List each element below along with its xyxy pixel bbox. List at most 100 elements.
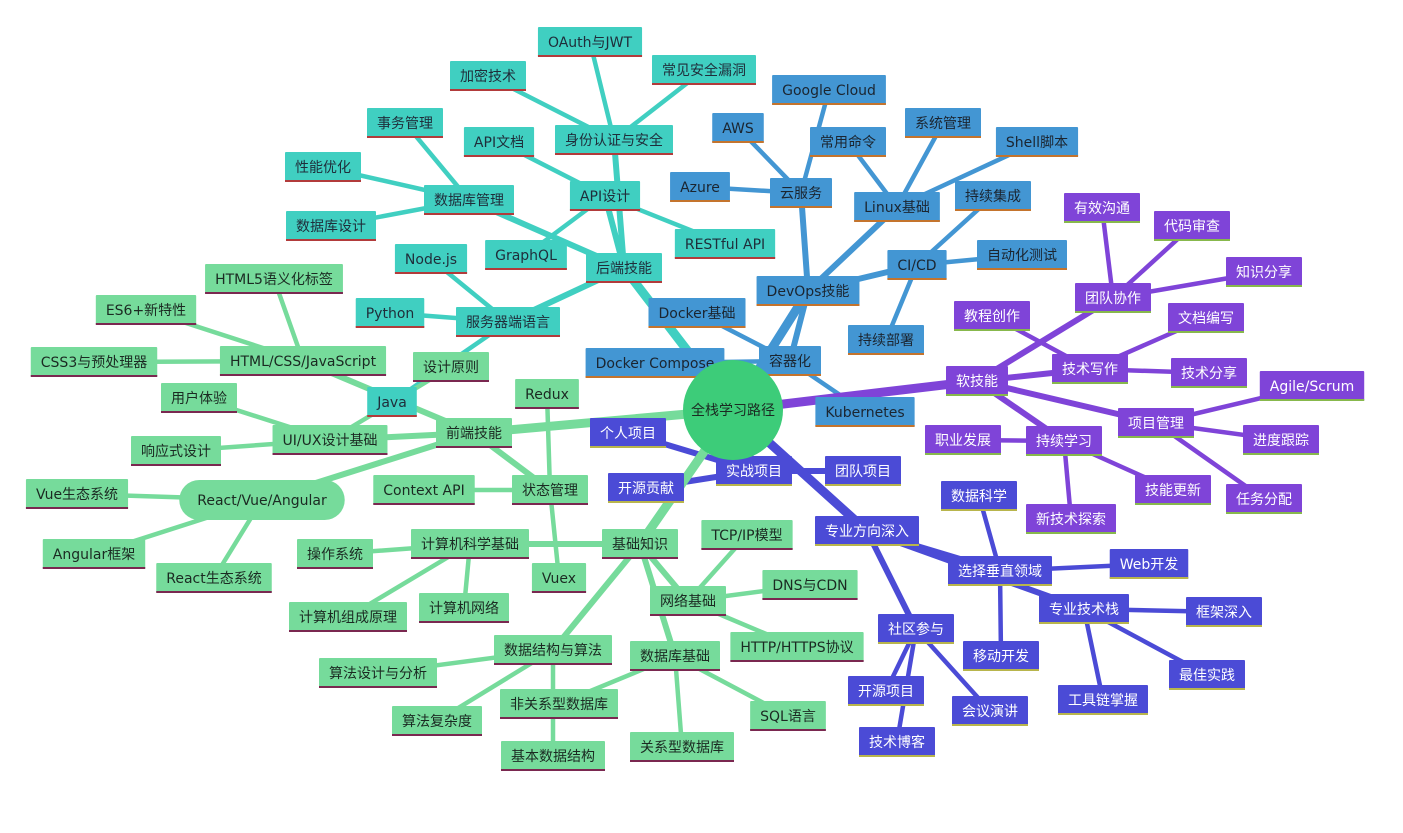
node-oauth[interactable]: OAuth与JWT — [537, 27, 643, 57]
node-k8s[interactable]: Kubernetes — [815, 397, 915, 427]
node-encrypt[interactable]: 加密技术 — [450, 61, 526, 91]
node-angular[interactable]: Angular框架 — [42, 539, 146, 569]
node-graphql[interactable]: GraphQL — [485, 240, 567, 270]
node-shell[interactable]: Shell脚本 — [995, 127, 1079, 157]
node-taskalloc[interactable]: 任务分配 — [1226, 484, 1302, 514]
node-talk[interactable]: 会议演讲 — [952, 696, 1028, 726]
node-vuln[interactable]: 常见安全漏洞 — [652, 55, 756, 85]
node-pm[interactable]: 项目管理 — [1118, 408, 1194, 438]
node-techshare[interactable]: 技术分享 — [1171, 358, 1247, 388]
node-webdev[interactable]: Web开发 — [1109, 549, 1189, 579]
node-compnet[interactable]: 计算机网络 — [419, 593, 509, 623]
node-frontend[interactable]: 前端技能 — [436, 418, 512, 448]
node-team[interactable]: 团队协作 — [1075, 283, 1151, 313]
node-apidoc[interactable]: API文档 — [463, 127, 535, 157]
node-complexity[interactable]: 算法复杂度 — [392, 706, 482, 736]
node-sysadmin[interactable]: 系统管理 — [905, 108, 981, 138]
node-framework[interactable]: 框架深入 — [1186, 597, 1262, 627]
node-skillupd[interactable]: 技能更新 — [1135, 475, 1211, 505]
node-perf[interactable]: 性能优化 — [285, 152, 361, 182]
node-dnscdn[interactable]: DNS与CDN — [762, 570, 858, 600]
node-agile[interactable]: Agile/Scrum — [1259, 371, 1365, 401]
node-career[interactable]: 职业发展 — [925, 425, 1001, 455]
node-mobile[interactable]: 移动开发 — [963, 641, 1039, 671]
node-backend[interactable]: 后端技能 — [586, 253, 662, 283]
node-toolchain[interactable]: 工具链掌握 — [1058, 685, 1148, 715]
node-review[interactable]: 代码审查 — [1154, 211, 1230, 241]
node-nosql[interactable]: 非关系型数据库 — [500, 689, 618, 719]
node-reacteco[interactable]: React生态系统 — [156, 563, 272, 593]
node-oscontrib[interactable]: 开源贡献 — [608, 473, 684, 503]
node-docwrite[interactable]: 文档编写 — [1168, 303, 1244, 333]
node-tcpip[interactable]: TCP/IP模型 — [701, 520, 793, 550]
node-sql[interactable]: SQL语言 — [750, 701, 826, 731]
node-os[interactable]: 操作系统 — [297, 539, 373, 569]
node-basics[interactable]: 基础知识 — [602, 529, 678, 559]
node-basicds[interactable]: 基本数据结构 — [501, 741, 605, 771]
node-htmlcss[interactable]: HTML/CSS/JavaScript — [219, 346, 387, 376]
node-stack[interactable]: 专业技术栈 — [1039, 594, 1129, 624]
node-comm[interactable]: 有效沟通 — [1064, 193, 1140, 223]
node-designp[interactable]: 设计原则 — [413, 352, 489, 382]
node-state[interactable]: 状态管理 — [512, 475, 588, 505]
node-special[interactable]: 专业方向深入 — [815, 516, 919, 546]
node-responsive[interactable]: 响应式设计 — [131, 436, 221, 466]
node-java[interactable]: Java — [367, 387, 417, 417]
node-serverlang[interactable]: 服务器端语言 — [456, 307, 560, 337]
node-cloud[interactable]: 云服务 — [770, 178, 832, 208]
node-cmd[interactable]: 常用命令 — [810, 127, 886, 157]
node-auth[interactable]: 身份认证与安全 — [555, 125, 673, 155]
node-ci[interactable]: 持续集成 — [955, 181, 1031, 211]
node-uiux[interactable]: UI/UX设计基础 — [272, 425, 388, 455]
node-aws[interactable]: AWS — [712, 113, 764, 143]
node-blog[interactable]: 技术博客 — [859, 727, 935, 757]
node-tutorial[interactable]: 教程创作 — [954, 301, 1030, 331]
node-cicd[interactable]: CI/CD — [887, 250, 947, 280]
node-docker[interactable]: Docker基础 — [648, 298, 746, 328]
node-soft[interactable]: 软技能 — [946, 366, 1008, 396]
node-gcloud[interactable]: Google Cloud — [772, 75, 886, 105]
node-share[interactable]: 知识分享 — [1226, 257, 1302, 287]
node-newtech[interactable]: 新技术探索 — [1026, 504, 1116, 534]
node-algdesign[interactable]: 算法设计与分析 — [319, 658, 437, 688]
node-dsa[interactable]: 数据结构与算法 — [494, 635, 612, 665]
node-learn[interactable]: 持续学习 — [1026, 426, 1102, 456]
node-http[interactable]: HTTP/HTTPS协议 — [730, 632, 864, 662]
node-vuex[interactable]: Vuex — [531, 563, 587, 593]
node-tx[interactable]: 事务管理 — [367, 108, 443, 138]
node-devops[interactable]: DevOps技能 — [756, 276, 860, 306]
node-datasci[interactable]: 数据科学 — [941, 481, 1017, 511]
node-html5[interactable]: HTML5语义化标签 — [205, 264, 343, 294]
node-dbmgmt[interactable]: 数据库管理 — [424, 185, 514, 215]
node-personal[interactable]: 个人项目 — [590, 418, 666, 448]
node-redux[interactable]: Redux — [515, 379, 579, 409]
node-vertical[interactable]: 选择垂直领域 — [948, 556, 1052, 586]
node-css3[interactable]: CSS3与预处理器 — [30, 347, 158, 377]
node-csbasics[interactable]: 计算机科学基础 — [411, 529, 529, 559]
node-restful[interactable]: RESTful API — [674, 229, 776, 259]
node-vueeco[interactable]: Vue生态系统 — [25, 479, 129, 509]
node-autotest[interactable]: 自动化测试 — [977, 240, 1067, 270]
node-azure[interactable]: Azure — [670, 172, 730, 202]
node-dbbasics[interactable]: 数据库基础 — [630, 641, 720, 671]
node-progress[interactable]: 进度跟踪 — [1243, 425, 1319, 455]
node-frameworks[interactable]: React/Vue/Angular — [179, 480, 345, 520]
root-node[interactable]: 全栈学习路径 — [683, 360, 783, 460]
node-container[interactable]: 容器化 — [759, 346, 821, 376]
node-osproj[interactable]: 开源项目 — [848, 676, 924, 706]
node-practice[interactable]: 实战项目 — [716, 456, 792, 486]
node-dbdesign[interactable]: 数据库设计 — [286, 211, 376, 241]
node-python[interactable]: Python — [355, 298, 425, 328]
node-netbasics[interactable]: 网络基础 — [650, 586, 726, 616]
node-compose[interactable]: Docker Compose — [585, 348, 725, 378]
node-techwrite[interactable]: 技术写作 — [1052, 354, 1128, 384]
node-community[interactable]: 社区参与 — [878, 614, 954, 644]
node-arch[interactable]: 计算机组成原理 — [289, 602, 407, 632]
node-nodejs[interactable]: Node.js — [394, 244, 468, 274]
node-ux[interactable]: 用户体验 — [161, 383, 237, 413]
node-apidesign[interactable]: API设计 — [569, 181, 641, 211]
node-ctxapi[interactable]: Context API — [373, 475, 475, 505]
node-teamproj[interactable]: 团队项目 — [825, 456, 901, 486]
node-rdb[interactable]: 关系型数据库 — [630, 732, 734, 762]
node-linux[interactable]: Linux基础 — [854, 192, 940, 222]
